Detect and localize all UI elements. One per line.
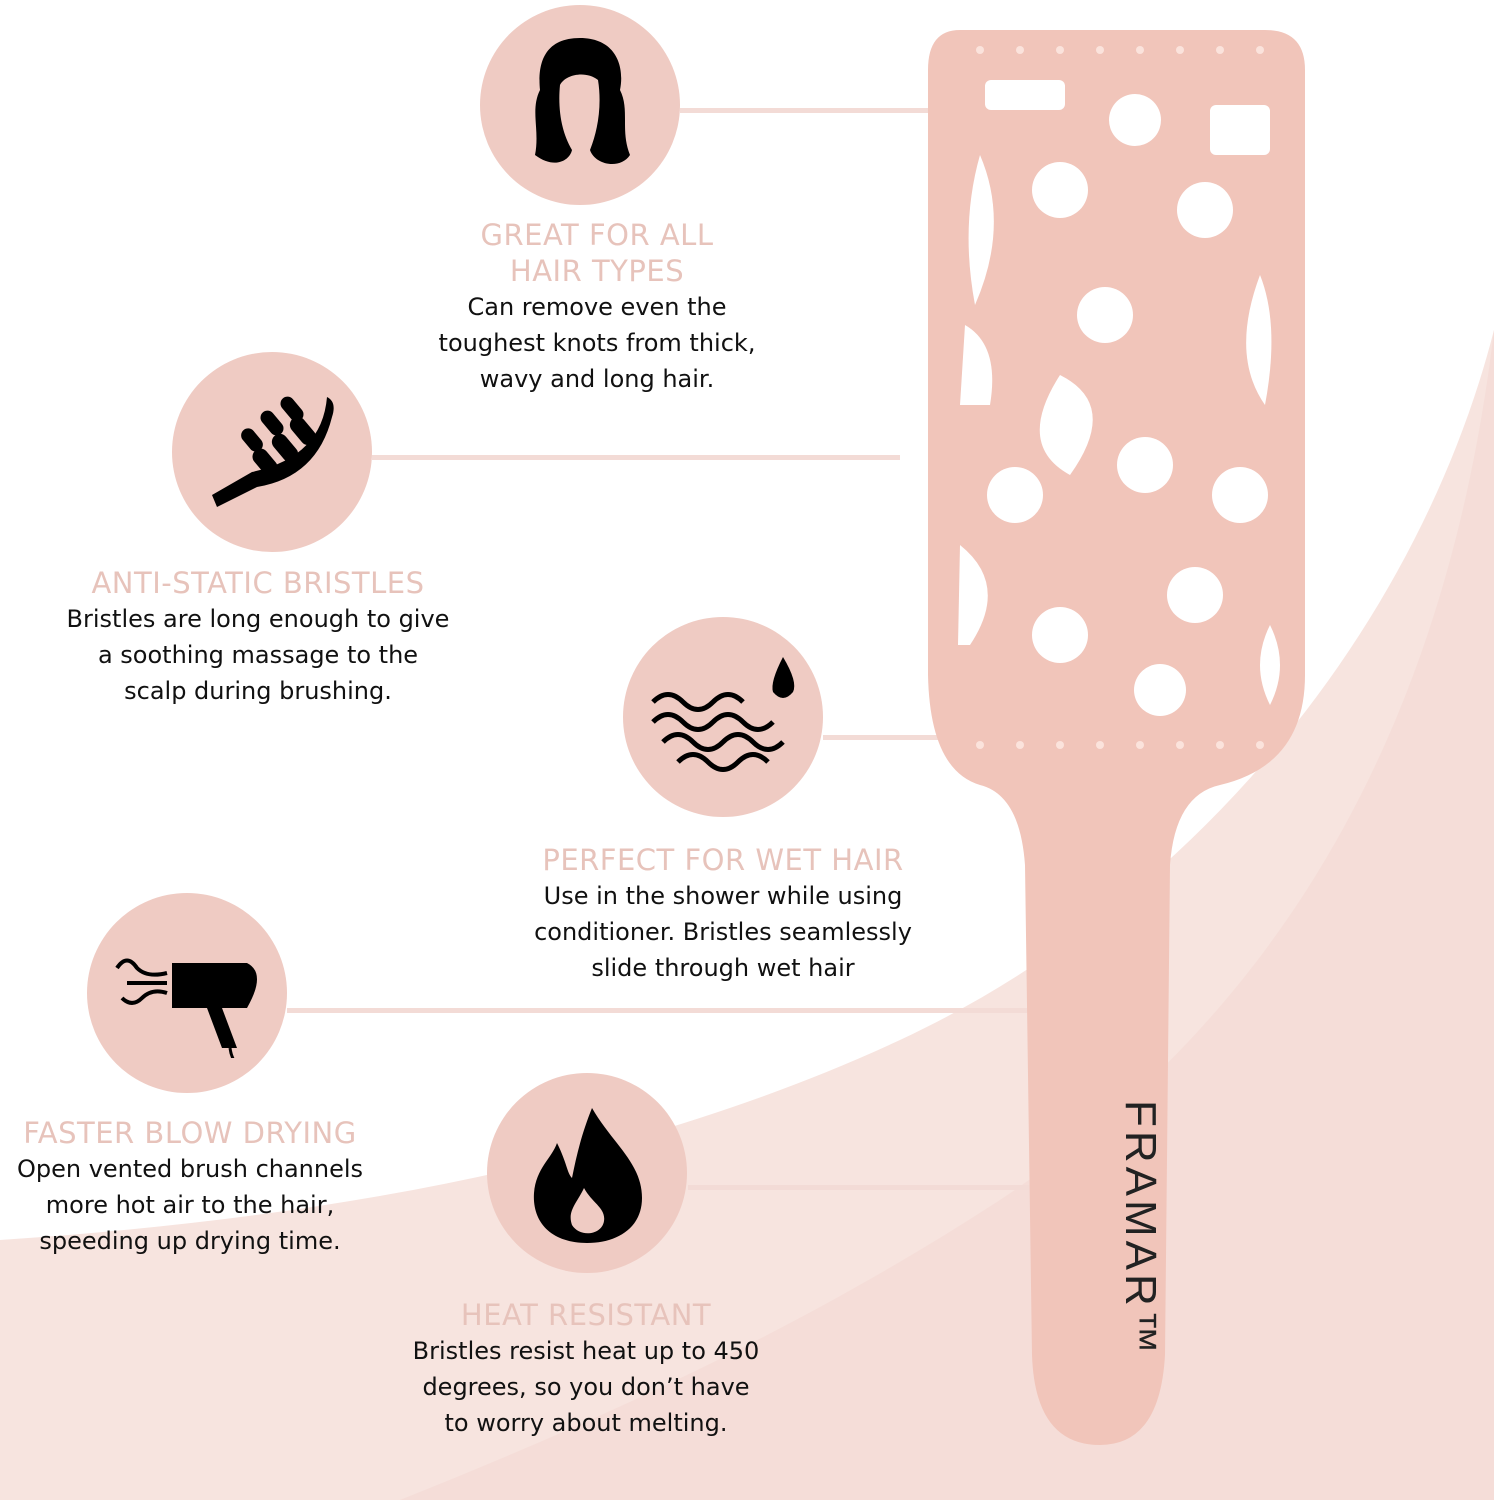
feature-description: Can remove even the toughest knots from …	[438, 293, 756, 393]
feature-icon-circle	[480, 5, 680, 205]
feature-faster-blow-drying: FASTER BLOW DRYING Open vented brush cha…	[17, 1115, 363, 1259]
wavy-hair-icon	[535, 38, 630, 165]
hair-dryer-icon	[115, 958, 257, 1058]
brush-icon	[212, 396, 334, 507]
feature-great-for-all-hair-types: GREAT FOR ALL HAIR TYPES Can remove even…	[439, 217, 756, 397]
feature-perfect-for-wet-hair: PERFECT FOR WET HAIR Use in the shower w…	[534, 842, 912, 986]
feature-icon-circle	[172, 352, 372, 552]
feature-heat-resistant: HEAT RESISTANT Bristles resist heat up t…	[413, 1297, 760, 1441]
feature-icon-circle	[87, 893, 287, 1093]
connector-line	[688, 1185, 1053, 1190]
connector-line	[372, 455, 900, 460]
feature-description: Open vented brush channels more hot air …	[16, 1155, 364, 1255]
feature-title: FASTER BLOW DRYING	[23, 1116, 357, 1150]
feature-title: PERFECT FOR WET HAIR	[542, 843, 904, 877]
connector-line	[680, 108, 935, 113]
feature-title: HEAT RESISTANT	[460, 1298, 712, 1332]
feature-description: Bristles are long enough to give a sooth…	[66, 605, 450, 705]
feature-icon-circle	[623, 617, 823, 817]
feature-anti-static-bristles: ANTI-STATIC BRISTLES Bristles are long e…	[67, 565, 450, 709]
flame-icon	[533, 1108, 642, 1243]
brand-logo: FRAMAR™	[1116, 1100, 1165, 1358]
feature-icon-circle	[487, 1073, 687, 1273]
feature-description: Bristles resist heat up to 450 degrees, …	[412, 1337, 760, 1437]
feature-description: Use in the shower while using conditione…	[534, 882, 912, 982]
water-waves-drop-icon	[651, 657, 795, 772]
connector-line	[287, 1008, 1062, 1013]
feature-title: ANTI-STATIC BRISTLES	[91, 566, 425, 600]
feature-title: GREAT FOR ALL HAIR TYPES	[480, 218, 714, 288]
hair-brush-product	[928, 30, 1305, 1445]
connector-line	[823, 735, 938, 740]
